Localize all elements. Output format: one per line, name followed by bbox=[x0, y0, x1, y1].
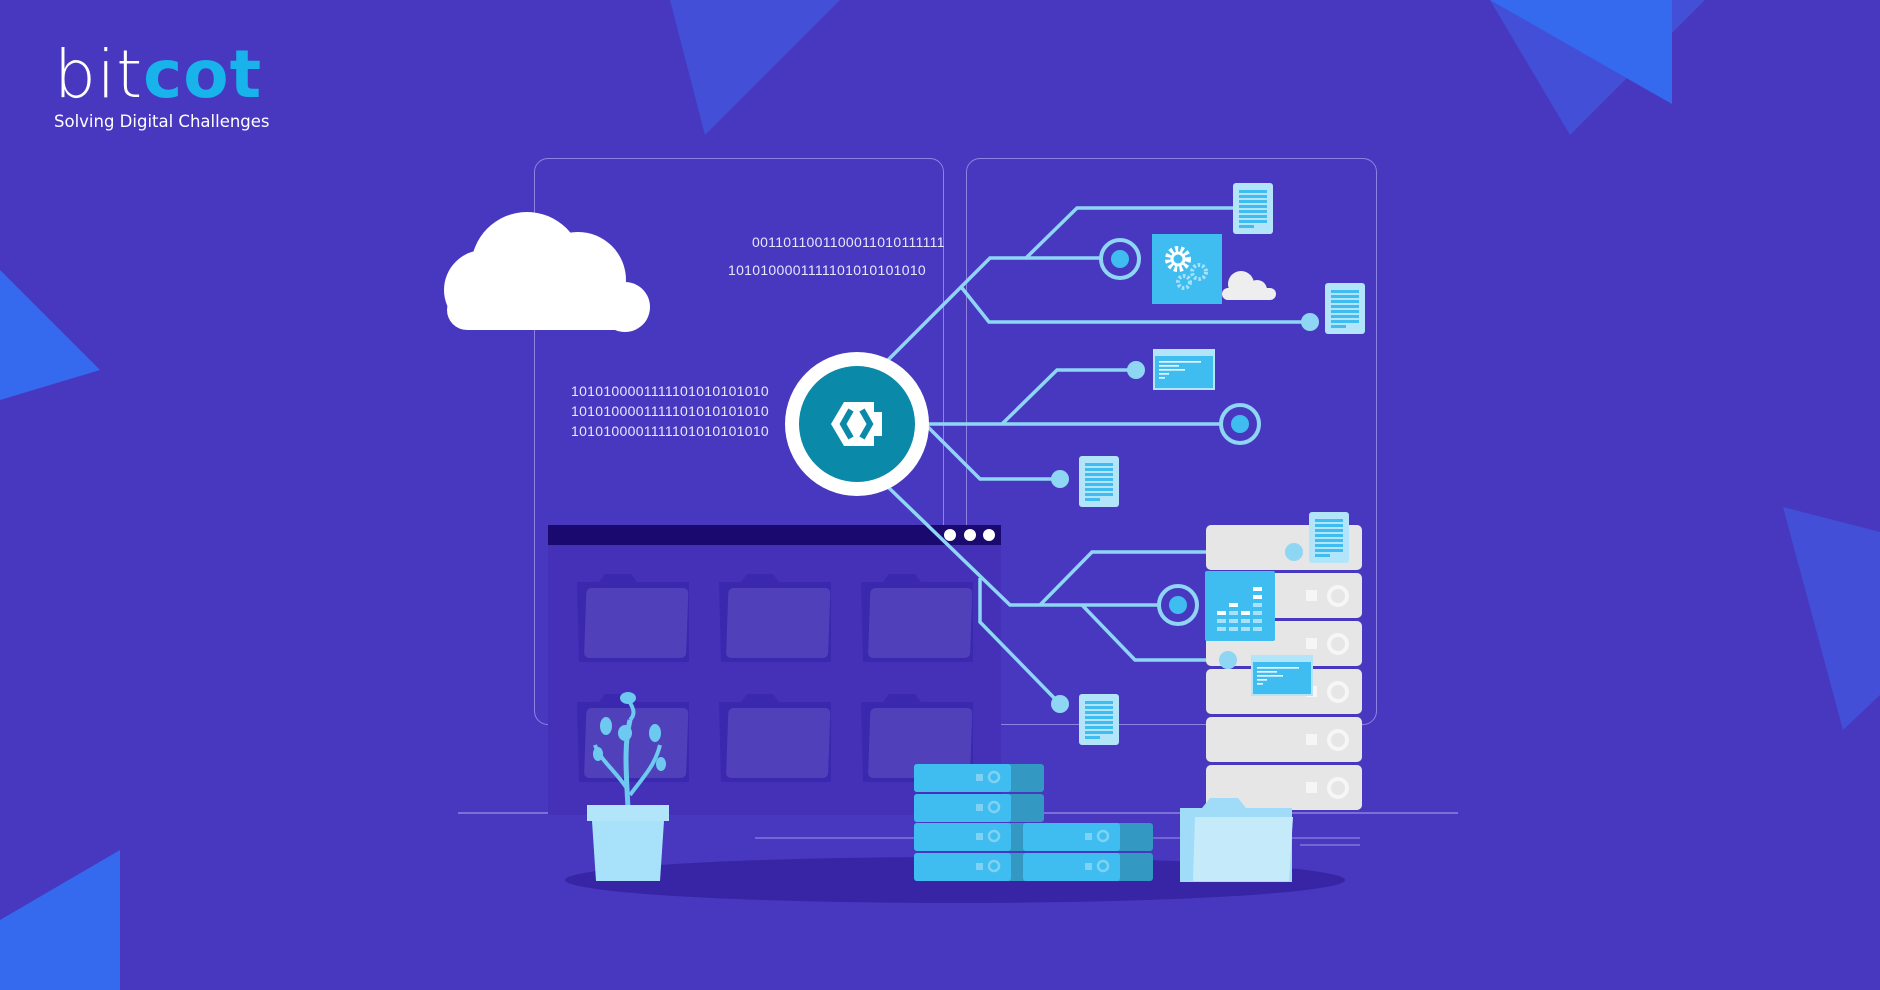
browser-window-icon bbox=[548, 525, 1001, 815]
gears-icon bbox=[1152, 234, 1222, 304]
document-icon bbox=[1079, 183, 1365, 745]
binary-text: 0011011001100011010111111 bbox=[752, 234, 945, 250]
document-icon bbox=[1309, 512, 1349, 563]
folder-icon bbox=[577, 574, 973, 782]
logo-tagline: Solving Digital Challenges bbox=[54, 112, 270, 131]
logo-cot: cot bbox=[143, 36, 263, 113]
stacked-drives-icon bbox=[914, 764, 1153, 881]
bg-triangle-right bbox=[1783, 507, 1880, 730]
terminal-window-icon bbox=[1153, 349, 1215, 390]
right-panel-frame bbox=[966, 158, 1377, 725]
chart-icon bbox=[1205, 571, 1275, 641]
bg-triangle-top-center bbox=[670, 0, 840, 135]
binary-text: 1010100001111101010101010 bbox=[728, 262, 926, 278]
bg-triangle-bottom-left bbox=[0, 850, 120, 990]
small-cloud-icon bbox=[1222, 271, 1276, 300]
binary-text: 1010100001111101010101010 bbox=[571, 403, 769, 419]
terminal-window-icon bbox=[1251, 655, 1313, 696]
bg-triangle-top-right bbox=[1490, 0, 1672, 104]
folder-icon bbox=[1180, 798, 1293, 882]
binary-text: 1010100001111101010101010 bbox=[571, 423, 769, 439]
ring-node-icon bbox=[1099, 238, 1261, 626]
bg-triangle-left bbox=[0, 270, 100, 400]
brand-logo: bitcot Solving Digital Challenges bbox=[54, 42, 270, 132]
cloud-icon bbox=[444, 212, 650, 332]
connector-lines bbox=[886, 206, 1310, 706]
logo-wordmark: bitcot bbox=[54, 42, 270, 108]
plant-icon bbox=[587, 692, 669, 881]
api-hub-icon bbox=[785, 352, 929, 496]
server-rack-icon bbox=[1206, 525, 1362, 810]
binary-text: 1010100001111101010101010 bbox=[571, 383, 769, 399]
logo-bit: bit bbox=[54, 36, 144, 113]
